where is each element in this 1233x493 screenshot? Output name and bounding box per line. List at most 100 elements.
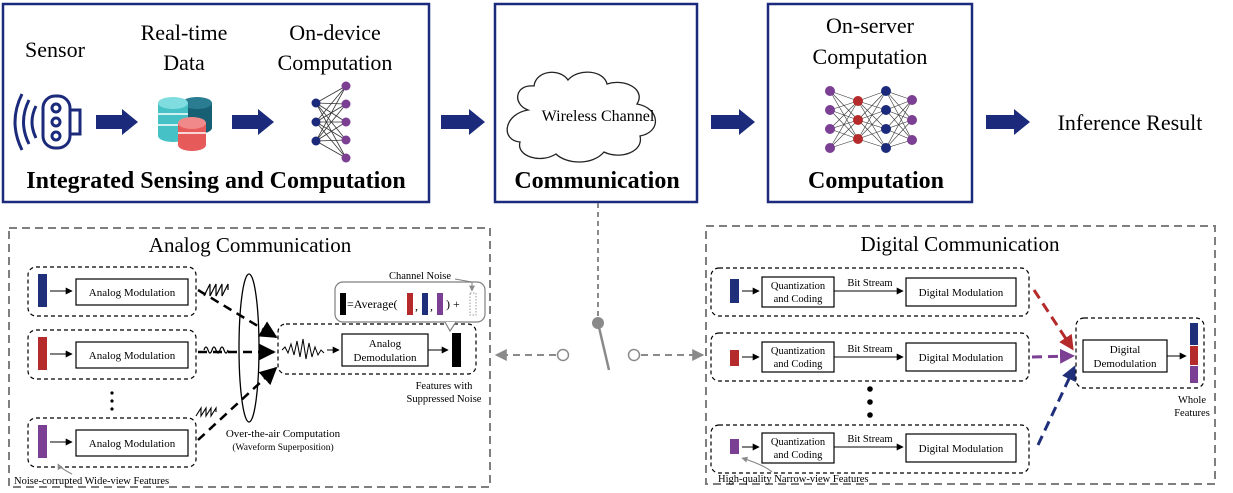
digital-receiver-box xyxy=(1075,317,1205,389)
quant-3-label-1: Quantization xyxy=(771,437,826,448)
features-label-1: Features with xyxy=(416,381,474,392)
features-label-2: Suppressed Noise xyxy=(407,394,482,405)
cloud-label: Wireless Channel xyxy=(542,108,655,125)
nn-node xyxy=(853,134,863,144)
ota-ellipse xyxy=(238,273,260,423)
nn-node xyxy=(311,117,321,127)
digital-row-1: Quantization and Coding Bit Stream Digit… xyxy=(710,267,1030,317)
quant-2-label-1: Quantization xyxy=(771,346,826,357)
nn-node xyxy=(881,86,891,96)
analog-input-label: Noise-corrupted Wide-view Features xyxy=(14,476,169,487)
nn-node xyxy=(907,95,917,105)
arrow-comp-to-result xyxy=(986,109,1030,135)
channel-noise-label: Channel Noise xyxy=(389,271,451,282)
analog-mod-2-label: Analog Modulation xyxy=(89,350,176,362)
nn-node xyxy=(881,105,891,115)
nn-node xyxy=(907,115,917,125)
svg-text:,: , xyxy=(430,299,433,313)
superposed-waveform xyxy=(281,338,325,360)
isc-box xyxy=(1,2,431,204)
analog-row-2: Analog Modulation xyxy=(27,329,229,380)
nn-node xyxy=(853,96,863,106)
ota-label-2: (Waveform Superposition) xyxy=(232,442,333,453)
arrow-sensor-to-data xyxy=(96,109,138,135)
inference-result-label: Inference Result xyxy=(1058,110,1203,135)
comp-title: Computation xyxy=(808,168,944,194)
analog-demod-label-1: Analog xyxy=(369,338,402,350)
average-close: ) + xyxy=(446,297,460,311)
digital-title: Digital Communication xyxy=(861,232,1060,256)
nn-node xyxy=(907,135,917,145)
nn-node xyxy=(853,115,863,125)
analog-row-3: Analog Modulation xyxy=(27,406,217,468)
ondevice-label-2: Computation xyxy=(278,50,393,75)
digital-arrow-blue xyxy=(1036,365,1076,446)
ondevice-nn-icon xyxy=(311,81,351,163)
nn-node xyxy=(825,86,835,96)
nn-node xyxy=(341,153,351,163)
comp-box xyxy=(766,2,974,204)
digital-arrow-purple xyxy=(1031,348,1075,364)
average-label: =Average( xyxy=(347,297,398,311)
nn-node xyxy=(311,136,321,146)
analog-dots xyxy=(110,391,114,411)
analog-title: Analog Communication xyxy=(149,233,352,257)
analog-converge-3 xyxy=(197,366,278,441)
digital-mod-1-label: Digital Modulation xyxy=(919,287,1004,299)
onserver-nn-icon xyxy=(825,86,917,153)
bitstream-2-label: Bit Stream xyxy=(847,344,892,355)
switch-contact-right xyxy=(627,348,641,362)
whole-features-bar xyxy=(1190,323,1198,383)
bitstream-3-label: Bit Stream xyxy=(847,434,892,445)
bitstream-1-label: Bit Stream xyxy=(847,278,892,289)
whole-label-1: Whole xyxy=(1178,395,1206,406)
noise-bar xyxy=(469,292,477,316)
nn-node xyxy=(825,124,835,134)
database-icon xyxy=(158,97,212,151)
ondevice-label-1: On-device xyxy=(289,20,381,45)
analog-row-1: Analog Modulation xyxy=(27,266,229,317)
comm-box xyxy=(493,2,699,204)
digital-mod-2-label: Digital Modulation xyxy=(919,352,1004,364)
nn-node xyxy=(341,117,351,127)
arrow-isc-to-comm xyxy=(441,109,485,135)
quant-3-label-2: and Coding xyxy=(774,450,823,461)
isc-title: Integrated Sensing and Computation xyxy=(26,168,405,194)
quant-1-label-2: and Coding xyxy=(774,294,823,305)
analog-receiver-box xyxy=(277,323,477,375)
nn-node xyxy=(341,81,351,91)
comm-title: Communication xyxy=(514,168,679,194)
nn-node xyxy=(341,99,351,109)
digital-input-label: High-quality Narrow-view Features xyxy=(718,474,868,485)
analog-mod-3-label: Analog Modulation xyxy=(89,438,176,450)
analog-mod-1-label: Analog Modulation xyxy=(89,287,176,299)
digital-demod-box xyxy=(1082,339,1168,373)
ota-label-1: Over-the-air Computation xyxy=(226,428,341,440)
svg-text:,: , xyxy=(415,299,418,313)
nn-node xyxy=(881,143,891,153)
sensor-label: Sensor xyxy=(25,37,86,62)
quant-2-label-2: and Coding xyxy=(774,359,823,370)
suppressed-feature-bar xyxy=(452,333,461,367)
digital-arrow-red xyxy=(1032,289,1074,351)
digital-panel xyxy=(705,225,1216,485)
whole-label-2: Features xyxy=(1174,408,1210,419)
nn-node xyxy=(881,124,891,134)
onserver-label-2: Computation xyxy=(813,44,928,69)
data-label-2: Data xyxy=(163,50,205,75)
digital-row-3: Quantization and Coding Bit Stream Digit… xyxy=(710,424,1030,474)
arrow-data-to-device xyxy=(232,109,274,135)
data-label-1: Real-time xyxy=(141,20,228,45)
nn-node xyxy=(825,143,835,153)
nn-node xyxy=(341,135,351,145)
quant-1-label-1: Quantization xyxy=(771,281,826,292)
digital-demod-label-2: Demodulation xyxy=(1094,358,1157,370)
digital-demod-label-1: Digital xyxy=(1110,344,1141,356)
digital-dots xyxy=(867,386,873,418)
nn-node xyxy=(311,98,321,108)
arrow-comm-to-comp xyxy=(711,109,755,135)
switch-contact-left xyxy=(556,348,570,362)
digital-row-2: Quantization and Coding Bit Stream Digit… xyxy=(710,332,1030,382)
analog-converge-1 xyxy=(197,288,278,339)
